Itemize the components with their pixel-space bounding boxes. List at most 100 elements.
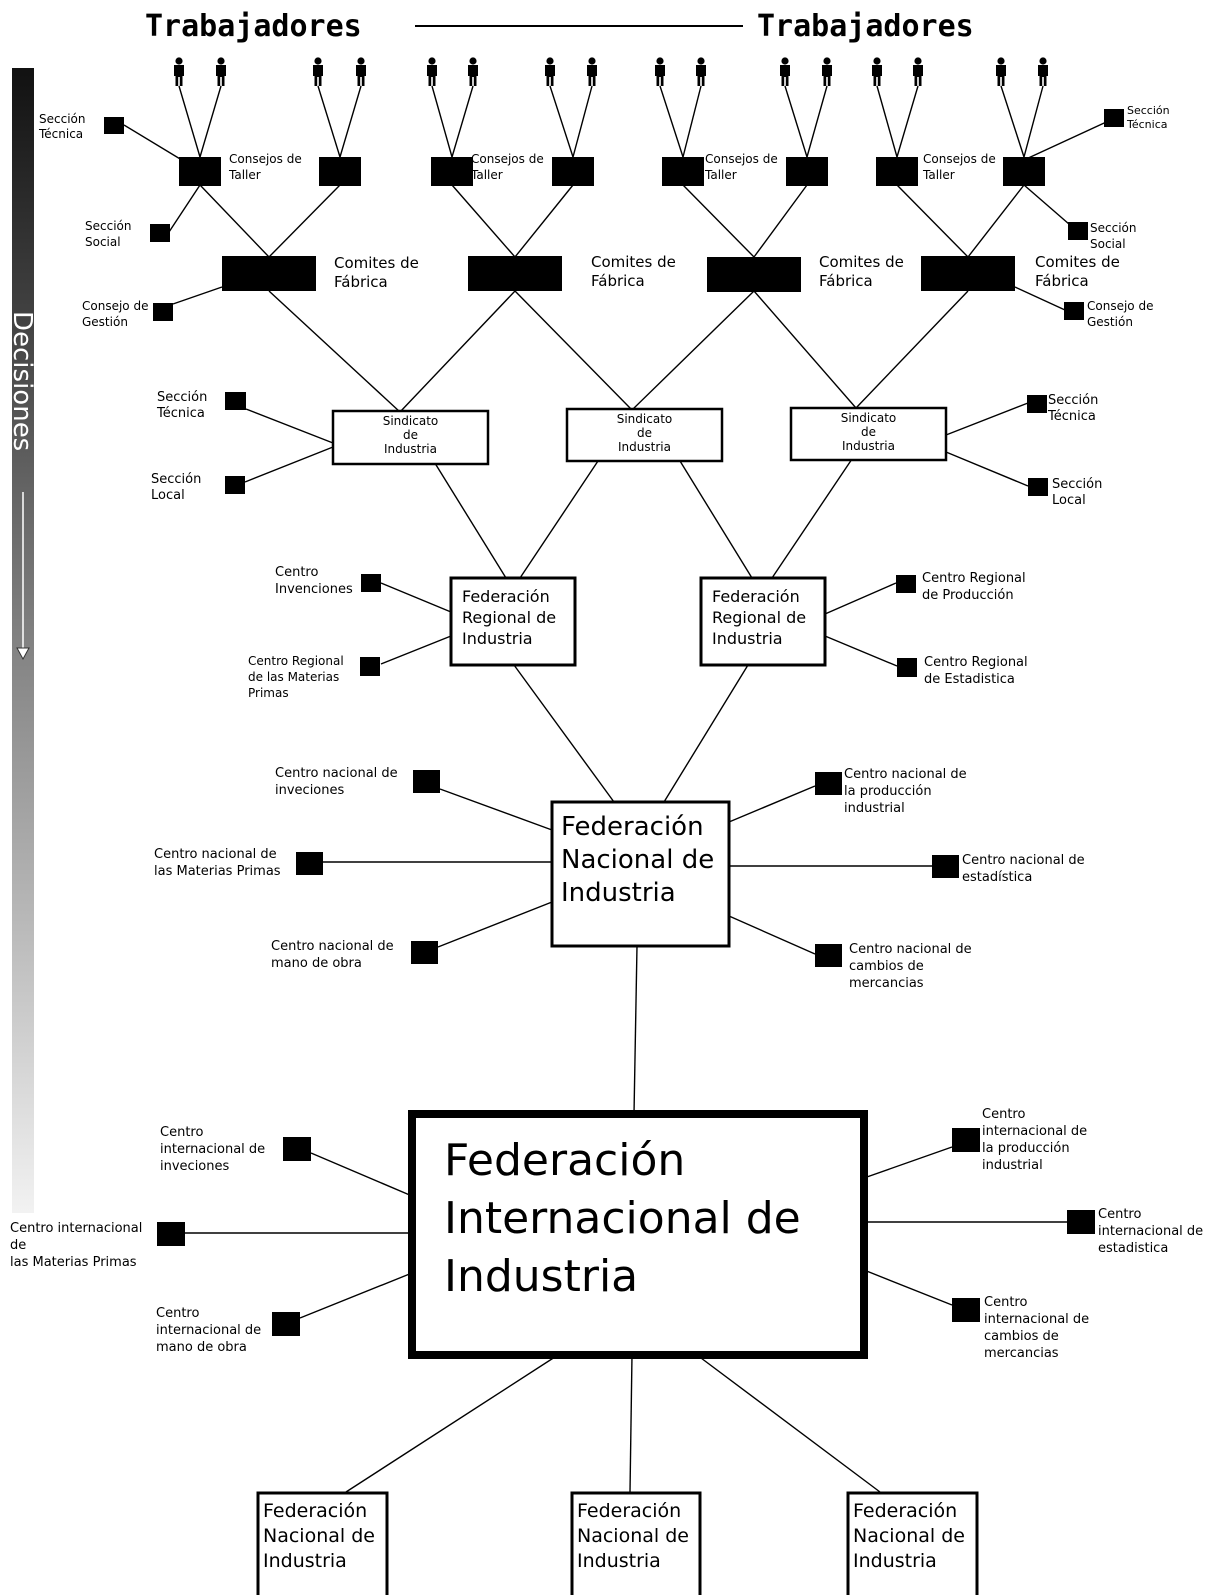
consejo-de-taller-node bbox=[876, 157, 918, 186]
centro-internacional-cambios-label-line: internacional de bbox=[984, 1312, 1089, 1327]
centro-invenciones-label-line: Centro bbox=[275, 565, 318, 580]
consejo-de-taller-node bbox=[431, 157, 473, 186]
federacion-nacional-label-line: Industria bbox=[561, 878, 676, 908]
worker-to-council-line bbox=[659, 85, 684, 158]
worker-icon bbox=[913, 57, 923, 86]
worker-to-council-line bbox=[784, 85, 808, 158]
consejos-de-taller-label-line: Taller bbox=[228, 168, 261, 182]
centro-nacional-estadistica-node bbox=[932, 855, 959, 878]
worker-icon bbox=[427, 57, 437, 86]
centro-nacional-mano-obra-label-line: mano de obra bbox=[271, 956, 362, 971]
consejo-de-taller-node bbox=[319, 157, 361, 186]
centro-nacional-produccion-label-line: industrial bbox=[844, 801, 905, 816]
consejo-de-taller-node bbox=[552, 157, 594, 186]
centro-nacional-estadistica-label-line: estadística bbox=[962, 870, 1032, 885]
centro-produccion-label: Centro Regional de Producción bbox=[922, 571, 1026, 603]
centro-produccion-label-line: Centro Regional bbox=[922, 571, 1026, 586]
sindicato-de-industria-box bbox=[565, 407, 724, 463]
decisions-arrow-head bbox=[16, 647, 30, 661]
consejo-de-taller-node bbox=[179, 157, 221, 186]
decisions-label: Decisiones bbox=[7, 311, 37, 451]
centro-internacional-mano-obra-label-line: mano de obra bbox=[156, 1340, 247, 1355]
federacion-nacional-label-line: Nacional de bbox=[263, 1525, 375, 1547]
seccion-tecnica-label-line: Técnica bbox=[1126, 118, 1167, 131]
worker-icon bbox=[174, 57, 184, 86]
worker-icon bbox=[545, 57, 555, 86]
regional-to-national-line bbox=[663, 664, 749, 803]
seccion-tecnica-label-line: Sección bbox=[39, 112, 85, 126]
federacion-nacional-label-line: Federación bbox=[263, 1500, 367, 1522]
centro-nacional-materias-label-line: las Materias Primas bbox=[154, 864, 281, 879]
worker-to-council-line bbox=[876, 85, 898, 158]
consejo-de-taller-node bbox=[786, 157, 828, 186]
centro-internacional-inveciones-label-line: Centro bbox=[160, 1125, 203, 1140]
seccion-tecnica-label-line: Sección bbox=[1048, 393, 1098, 408]
federacion-regional-label-line: Federación bbox=[462, 587, 550, 606]
section-line bbox=[1014, 286, 1066, 311]
federacion-nacional-label-line: Industria bbox=[263, 1550, 347, 1572]
consejos-de-taller-label-line: Taller bbox=[470, 168, 503, 182]
seccion-local-node bbox=[225, 476, 245, 494]
worker-icon bbox=[696, 57, 706, 86]
comites-de-fabrica-label-line: Comites de bbox=[334, 254, 419, 272]
centre-line bbox=[863, 1146, 953, 1179]
centro-estadistica-label-line: de Estadistica bbox=[924, 672, 1015, 687]
centre-line bbox=[728, 785, 816, 823]
seccion-social-label-line: Sección bbox=[85, 219, 131, 233]
federacion-nacional-label-line: Nacional de bbox=[577, 1525, 689, 1547]
federacion-nacional-box bbox=[846, 1491, 979, 1595]
seccion-tecnica-label-line: Técnica bbox=[38, 127, 83, 141]
consejos-de-taller-label-line: Consejos de bbox=[471, 152, 544, 166]
centro-internacional-cambios-node bbox=[952, 1298, 980, 1322]
centro-invenciones-node bbox=[361, 574, 381, 592]
centre-line bbox=[380, 582, 452, 613]
seccion-tecnica-label-line: Sección bbox=[157, 390, 207, 405]
council-to-factory-line bbox=[268, 184, 341, 258]
centro-nacional-estadistica-label-line: Centro nacional de bbox=[962, 853, 1085, 868]
centro-internacional-cambios-label-line: Centro bbox=[984, 1295, 1027, 1310]
comites-de-fabrica-label-line: Fábrica bbox=[591, 272, 645, 290]
factory-to-sindicato-line bbox=[631, 290, 755, 411]
worker-to-council-line bbox=[199, 85, 222, 158]
centro-nacional-produccion-label-line: la producción bbox=[844, 784, 932, 799]
national-to-international-line bbox=[633, 945, 638, 1115]
sindicato-to-regional-line bbox=[432, 459, 507, 579]
sindicato-de-industria-label-line: Industria bbox=[384, 442, 437, 456]
centro-internacional-produccion-node bbox=[952, 1128, 980, 1152]
centro-internacional-cambios-label-line: cambios de bbox=[984, 1329, 1059, 1344]
federacion-regional-label-line: Regional de bbox=[462, 608, 556, 627]
council-to-factory-line bbox=[514, 184, 574, 258]
comites-de-fabrica-label-line: Fábrica bbox=[819, 272, 873, 290]
seccion-tecnica-node bbox=[1104, 109, 1124, 127]
worker-to-council-line bbox=[178, 85, 201, 158]
comites-de-fabrica-label-line: Comites de bbox=[1035, 253, 1120, 271]
comite-de-fabrica-node bbox=[468, 256, 562, 291]
federacion-internacional-label-line: Internacional de bbox=[444, 1193, 801, 1244]
worker-to-council-line bbox=[431, 85, 453, 158]
worker-icon bbox=[356, 57, 366, 86]
centro-internacional-mano-obra-node bbox=[272, 1312, 300, 1336]
centro-materias-primas-node bbox=[360, 657, 380, 676]
section-line bbox=[1023, 117, 1116, 161]
seccion-tecnica-node bbox=[1027, 395, 1047, 413]
sindicato-to-regional-line bbox=[679, 460, 753, 579]
comite-de-fabrica-node bbox=[921, 256, 1015, 291]
centro-produccion-label-line: de Producción bbox=[922, 588, 1014, 603]
seccion-social-node bbox=[1068, 222, 1088, 240]
centro-internacional-inveciones-label-line: inveciones bbox=[160, 1159, 229, 1174]
